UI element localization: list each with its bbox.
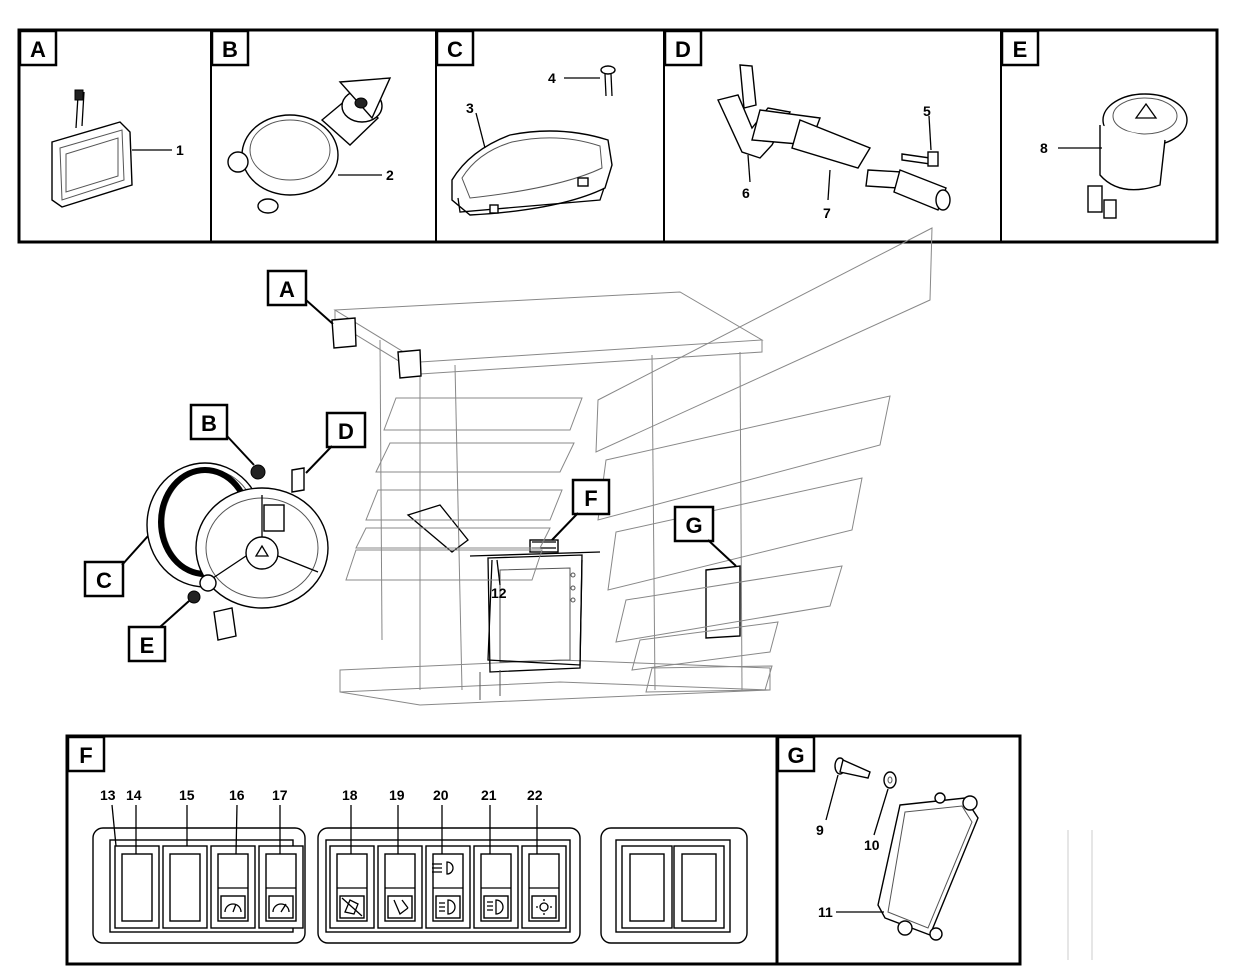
callout-2: 2 [386, 167, 394, 183]
panel-e: E 8 [1000, 29, 1188, 219]
switch-interior-light [521, 845, 567, 929]
panel-a: A 1 [18, 29, 184, 208]
panel-tag-box [776, 735, 816, 773]
switch-blank [162, 845, 208, 929]
callout-5: 5 [923, 103, 931, 119]
panel-d: D 5 6 7 [663, 29, 951, 221]
bolt [834, 757, 871, 779]
callout-17: 17 [272, 787, 288, 803]
callout-21: 21 [481, 787, 497, 803]
switch-main-lights [473, 845, 519, 929]
switch-work-lights [425, 845, 471, 929]
panel-tag-box [435, 29, 475, 67]
callout-16: 16 [229, 787, 245, 803]
main-tag-d: D [305, 411, 367, 474]
bolt [901, 151, 939, 167]
svg-text:D: D [338, 419, 354, 444]
switch-horn-off [329, 845, 375, 929]
panel-a-tag: A [30, 37, 46, 62]
main-tag-a: A [266, 269, 334, 325]
panel-c: C 4 3 [435, 29, 616, 216]
panel-b: B 2 [210, 29, 394, 214]
panel-e-tag: E [1013, 37, 1028, 62]
svg-text:E: E [140, 633, 155, 658]
callout-3: 3 [466, 100, 474, 116]
panel-c-tag: C [447, 37, 463, 62]
harness-guides [345, 227, 933, 693]
callout-11: 11 [818, 904, 833, 920]
callout-6: 6 [742, 185, 750, 201]
cab-outline [331, 291, 771, 706]
callout-19: 19 [389, 787, 405, 803]
callout-12: 12 [491, 585, 507, 601]
panel-g-tag: G [787, 743, 804, 768]
callout-15: 15 [179, 787, 195, 803]
panel-tag-box [663, 29, 703, 67]
panel-f-tag: F [79, 743, 92, 768]
ignition-switch [227, 77, 392, 214]
svg-text:B: B [201, 411, 217, 436]
callout-18: 18 [342, 787, 358, 803]
panel-b-tag: B [222, 37, 238, 62]
switch-beacon [377, 845, 423, 929]
panel-g: G 9 10 11 [775, 734, 1022, 966]
svg-text:A: A [279, 277, 295, 302]
svg-text:F: F [584, 486, 597, 511]
switch-blank [114, 845, 160, 929]
callout-9: 9 [816, 822, 824, 838]
switch-wiper-rear [258, 845, 304, 929]
svg-text:G: G [685, 513, 702, 538]
callout-10: 10 [864, 837, 880, 853]
callout-4: 4 [548, 70, 556, 86]
callout-14: 14 [126, 787, 142, 803]
screw [600, 65, 616, 97]
callout-20: 20 [433, 787, 449, 803]
switch-blank [673, 845, 725, 929]
panel-tag-box [210, 29, 250, 67]
panel-tag-box [66, 735, 106, 773]
switch-blank [621, 845, 673, 929]
callout-22: 22 [527, 787, 543, 803]
main-tag-e: E [127, 600, 190, 663]
main-tag-f: F [551, 478, 611, 541]
work-lamp [51, 89, 133, 208]
switch-wiper-front [210, 845, 256, 929]
panel-tag-box [1000, 29, 1040, 67]
callout-8: 8 [1040, 140, 1048, 156]
main-tag-c: C [83, 535, 149, 598]
margin-marks [1067, 830, 1093, 960]
steering-assembly [146, 462, 329, 641]
svg-text:C: C [96, 568, 112, 593]
callout-13: 13 [100, 787, 116, 803]
hazard-switch [1087, 93, 1188, 219]
panel-tag-box [18, 29, 58, 67]
main-tag-g: G [673, 505, 737, 567]
control-module [877, 792, 979, 941]
callout-7: 7 [823, 205, 831, 221]
main-tag-b: B [189, 403, 255, 466]
multifunction-lever [791, 119, 951, 211]
instrument-cluster [451, 130, 613, 216]
callout-1: 1 [176, 142, 184, 158]
panel-f: F [65, 734, 779, 966]
washer [883, 771, 897, 789]
panel-d-tag: D [675, 37, 691, 62]
